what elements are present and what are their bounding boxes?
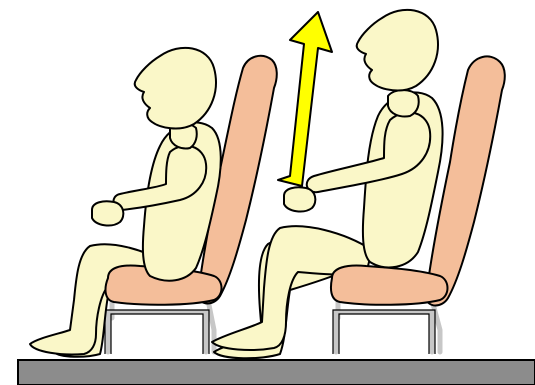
seat-right-frame-outline [333,310,435,354]
seat-right-frame [336,300,440,352]
upward-arrow [278,12,332,186]
figure-left-hand [92,201,123,225]
figure-left-head [135,48,216,129]
figure-right-neck [388,90,419,117]
figure-right-head [357,10,438,91]
floor [18,360,535,385]
seat-left-frame [108,300,214,352]
seat-right-backrest [426,56,505,305]
figure-right-hand [284,187,315,211]
seat-left-frame-outline [105,310,209,354]
